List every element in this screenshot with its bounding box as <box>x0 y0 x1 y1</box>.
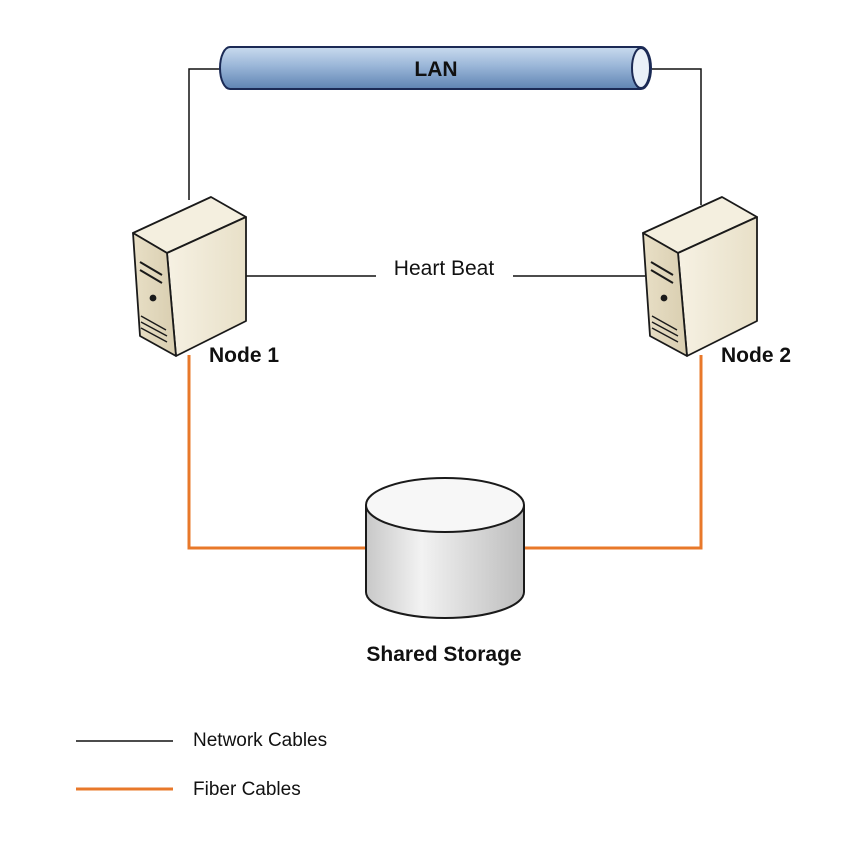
shared-storage-icon <box>365 477 525 619</box>
legend-fiber-label: Fiber Cables <box>193 779 301 800</box>
heartbeat-label: Heart Beat <box>394 257 495 280</box>
lan-link-node1 <box>188 68 222 200</box>
legend: Network Cables Fiber Cables <box>76 730 327 800</box>
node1-label: Node 1 <box>209 344 279 367</box>
lan-pipe: LAN <box>219 46 652 90</box>
lan-link-node2 <box>652 68 702 205</box>
fiber-link-node2 <box>525 355 703 550</box>
storage-label: Shared Storage <box>366 643 521 666</box>
node1-server-icon <box>132 196 247 357</box>
network-cables <box>188 68 702 277</box>
lan-label: LAN <box>414 58 457 81</box>
legend-network-label: Network Cables <box>193 730 327 751</box>
fiber-link-node1 <box>187 355 366 550</box>
node2-server-icon <box>642 196 758 357</box>
node2-label: Node 2 <box>721 344 791 367</box>
fiber-cables <box>187 355 703 550</box>
